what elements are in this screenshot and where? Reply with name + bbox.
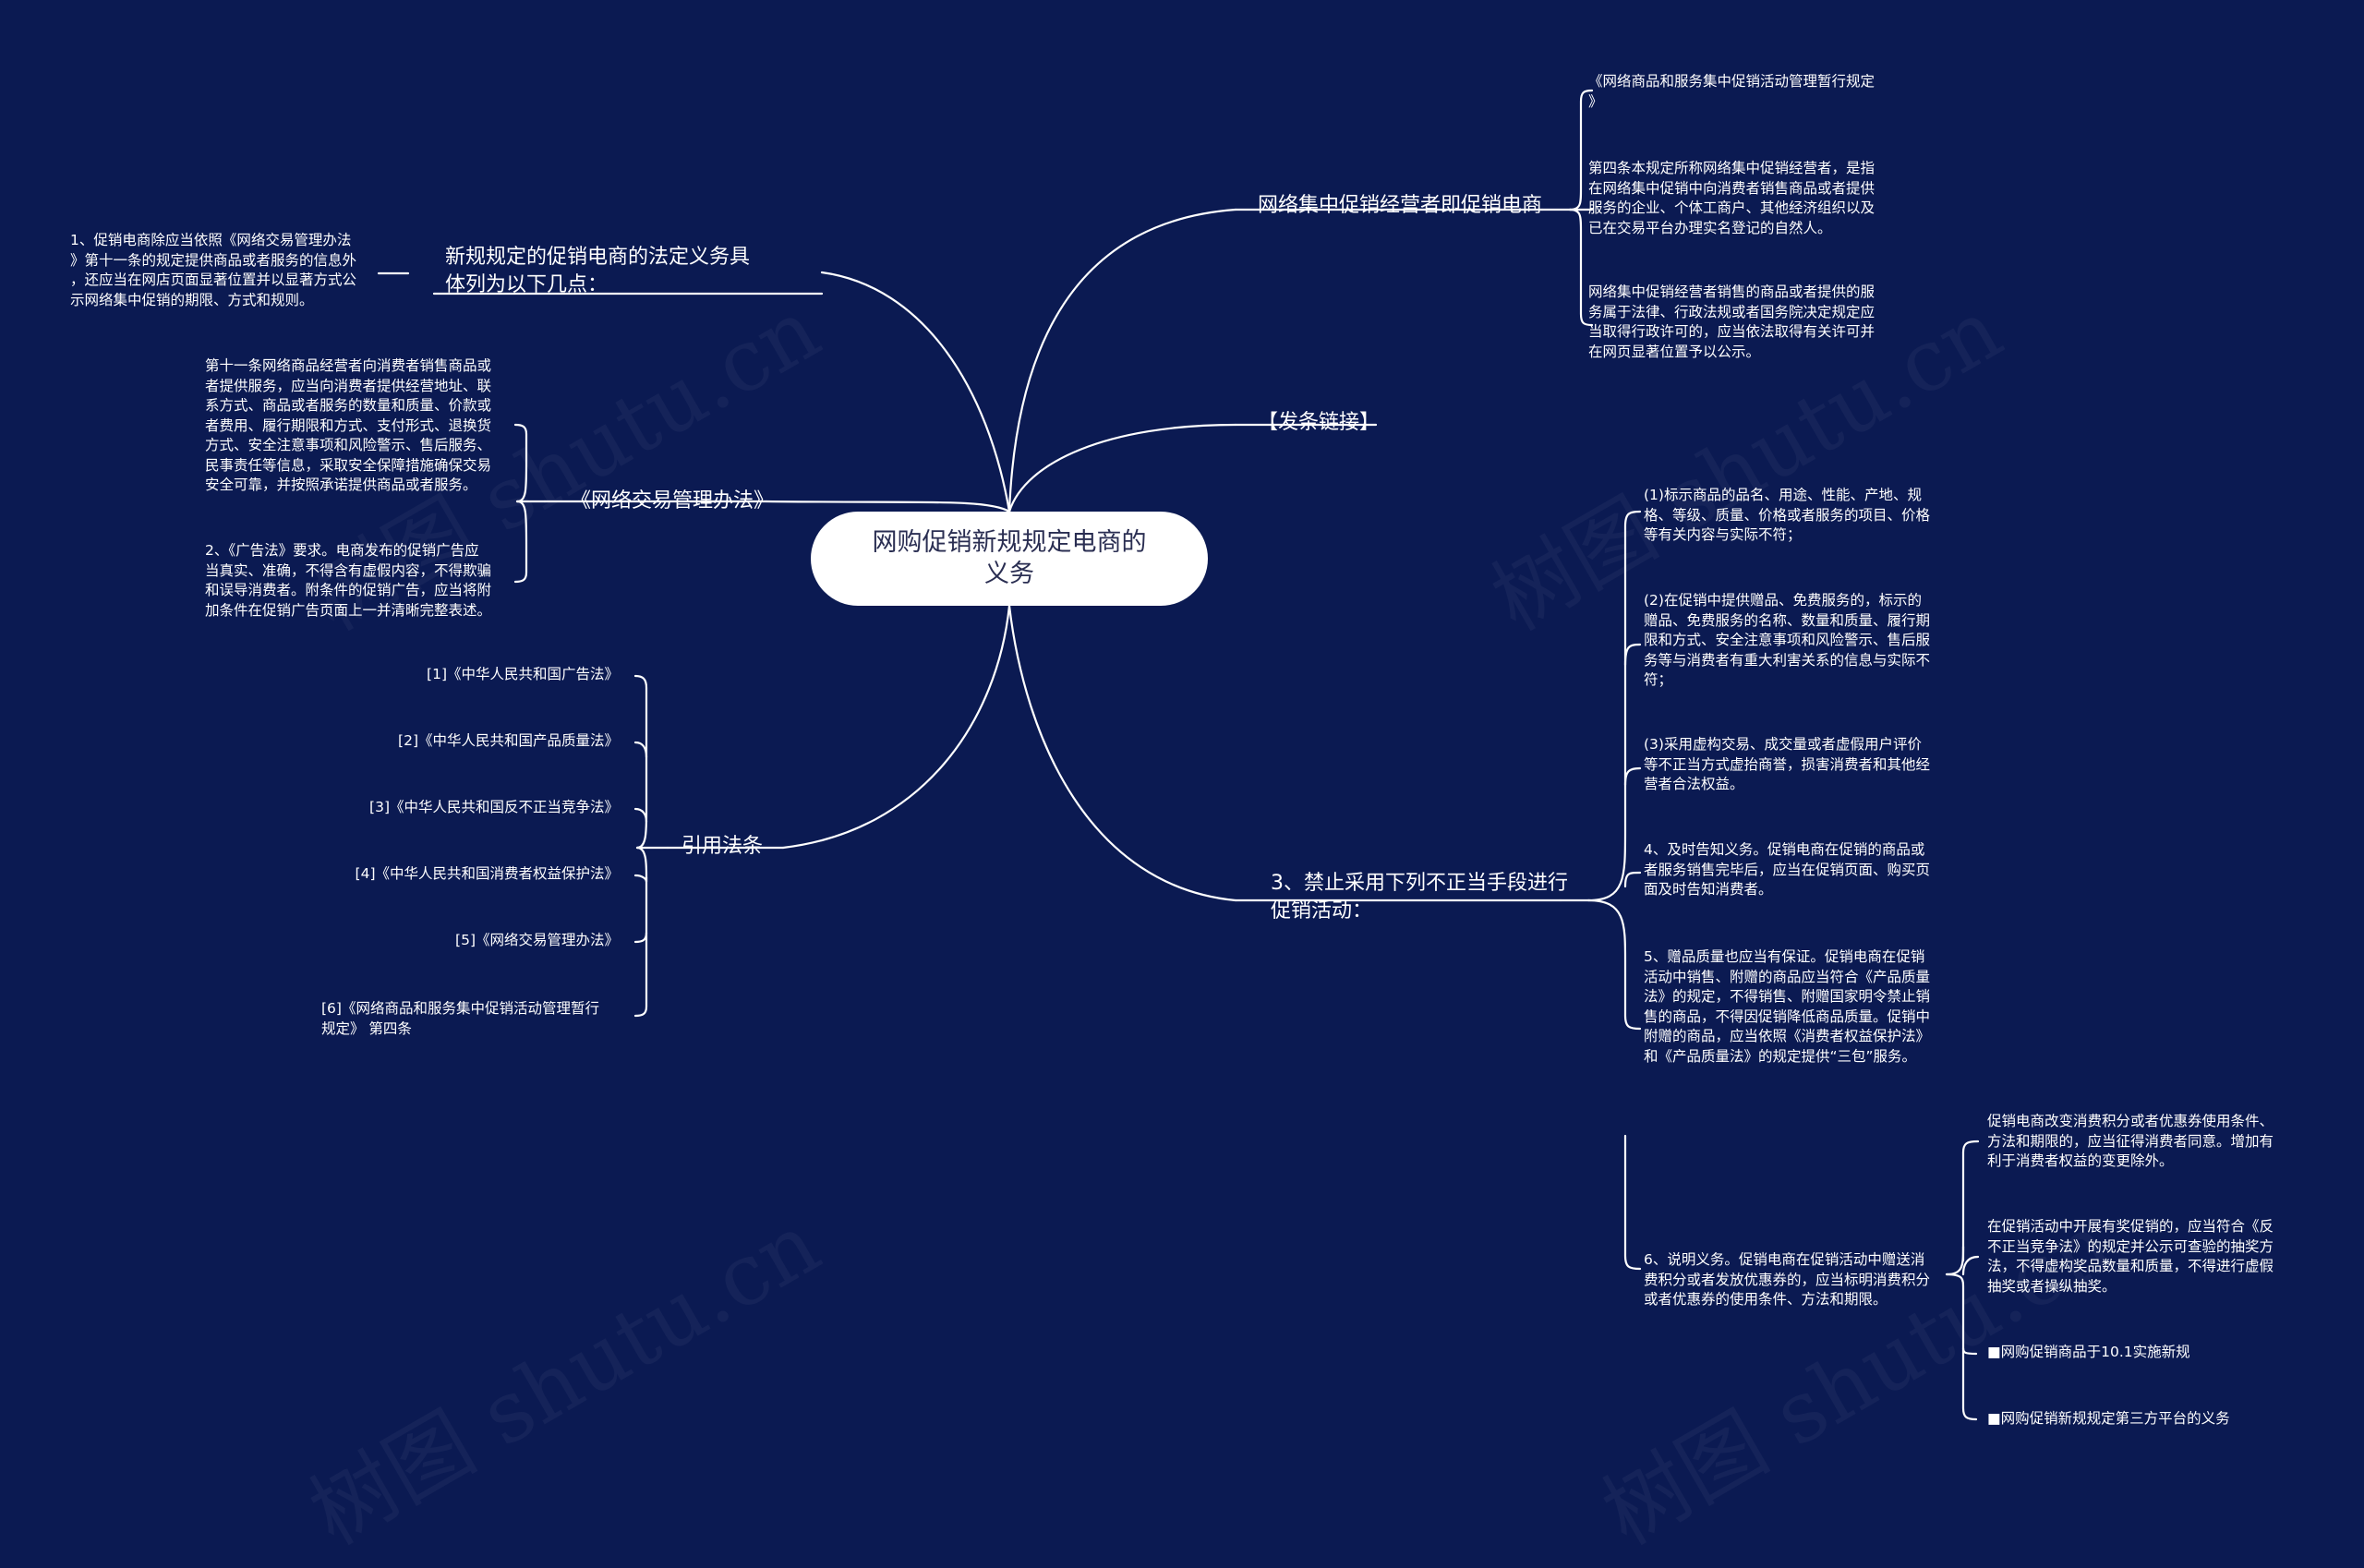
topic-operators[interactable]: 网络集中促销经营者即促销电商 bbox=[1258, 194, 1543, 217]
root-node[interactable]: 网购促销新规规定电商的 义务 bbox=[811, 512, 1208, 606]
trade-measures-child[interactable]: 2、《广告法》要求。电商发布的促销广告应 当真实、准确，不得含有虚假内容，不得欺… bbox=[205, 542, 492, 619]
citation-item[interactable]: [4]《中华人民共和国消费者权益保护法》 bbox=[355, 865, 619, 882]
citation-item[interactable]: [1]《中华人民共和国广告法》 bbox=[427, 666, 619, 682]
obligation-sub-child[interactable]: 促销电商改变消费积分或者优惠券使用条件、 方法和期限的，应当征得消费者同意。增加… bbox=[1987, 1113, 2274, 1169]
prohibited-child[interactable]: (1)标示商品的品名、用途、性能、产地、规 格、等级、质量、价格或者服务的项目、… bbox=[1644, 487, 1931, 543]
connector-lines bbox=[377, 89, 1980, 1421]
operators-child[interactable]: 第四条本规定所称网络集中促销经营者，是指 在网络集中促销中向消费者销售商品或者提… bbox=[1588, 160, 1876, 236]
obligation-sub-child[interactable]: 在促销活动中开展有奖促销的，应当符合《反 不正当竞争法》的规定并公示可查验的抽奖… bbox=[1987, 1218, 2274, 1295]
citation-item[interactable]: [6]《网络商品和服务集中促销活动管理暂行 规定》 第四条 bbox=[321, 1000, 599, 1037]
prohibited-child[interactable]: (2)在促销中提供赠品、免费服务的，标示的 赠品、免费服务的名称、数量和质量、履… bbox=[1644, 592, 1931, 688]
citation-item[interactable]: [2]《中华人民共和国产品质量法》 bbox=[398, 732, 619, 749]
topic-links[interactable]: 【发条链接】 bbox=[1258, 411, 1381, 434]
topic-duties[interactable]: 新规规定的促销电商的法定义务具 体列为以下几点： bbox=[445, 246, 751, 296]
operators-child[interactable]: 《网络商品和服务集中促销活动管理暂行规定 》 bbox=[1588, 73, 1876, 110]
citation-item[interactable]: [3]《中华人民共和国反不正当竞争法》 bbox=[369, 799, 619, 815]
topic-trade-measures[interactable]: 《网络交易管理办法》 bbox=[571, 489, 775, 513]
trade-measures-child[interactable]: 第十一条网络商品经营者向消费者销售商品或 者提供服务，应当向消费者提供经营地址、… bbox=[205, 357, 492, 493]
citation-item[interactable]: [5]《网络交易管理办法》 bbox=[455, 932, 619, 948]
prohibited-child[interactable]: (3)采用虚构交易、成交量或者虚假用户评价 等不正当方式虚抬商誉，损害消费者和其… bbox=[1644, 736, 1931, 792]
prohibited-child[interactable]: 6、说明义务。促销电商在促销活动中赠送消 费积分或者发放优惠券的，应当标明消费积… bbox=[1644, 1251, 1931, 1308]
topic-citations[interactable]: 引用法条 bbox=[681, 835, 764, 858]
prohibited-child[interactable]: 5、赠品质量也应当有保证。促销电商在促销 活动中销售、附赠的商品应当符合《产品质… bbox=[1644, 948, 1931, 1065]
root-label: 网购促销新规规定电商的 义务 bbox=[872, 528, 1147, 588]
obligation-sub-child[interactable]: ■网购促销新规规定第三方平台的义务 bbox=[1987, 1410, 2230, 1427]
obligation-sub-child[interactable]: ■网购促销商品于10.1实施新规 bbox=[1987, 1344, 2190, 1360]
topic-prohibited[interactable]: 3、禁止采用下列不正当手段进行 促销活动： bbox=[1271, 872, 1568, 923]
prohibited-child[interactable]: 4、及时告知义务。促销电商在促销的商品或 者服务销售完毕后，应当在促销页面、购买… bbox=[1644, 841, 1931, 898]
duties-child[interactable]: 1、促销电商除应当依照《网络交易管理办法 》第十一条的规定提供商品或者服务的信息… bbox=[70, 232, 357, 308]
operators-child[interactable]: 网络集中促销经营者销售的商品或者提供的服 务属于法律、行政法规或者国务院决定规定… bbox=[1588, 283, 1876, 360]
